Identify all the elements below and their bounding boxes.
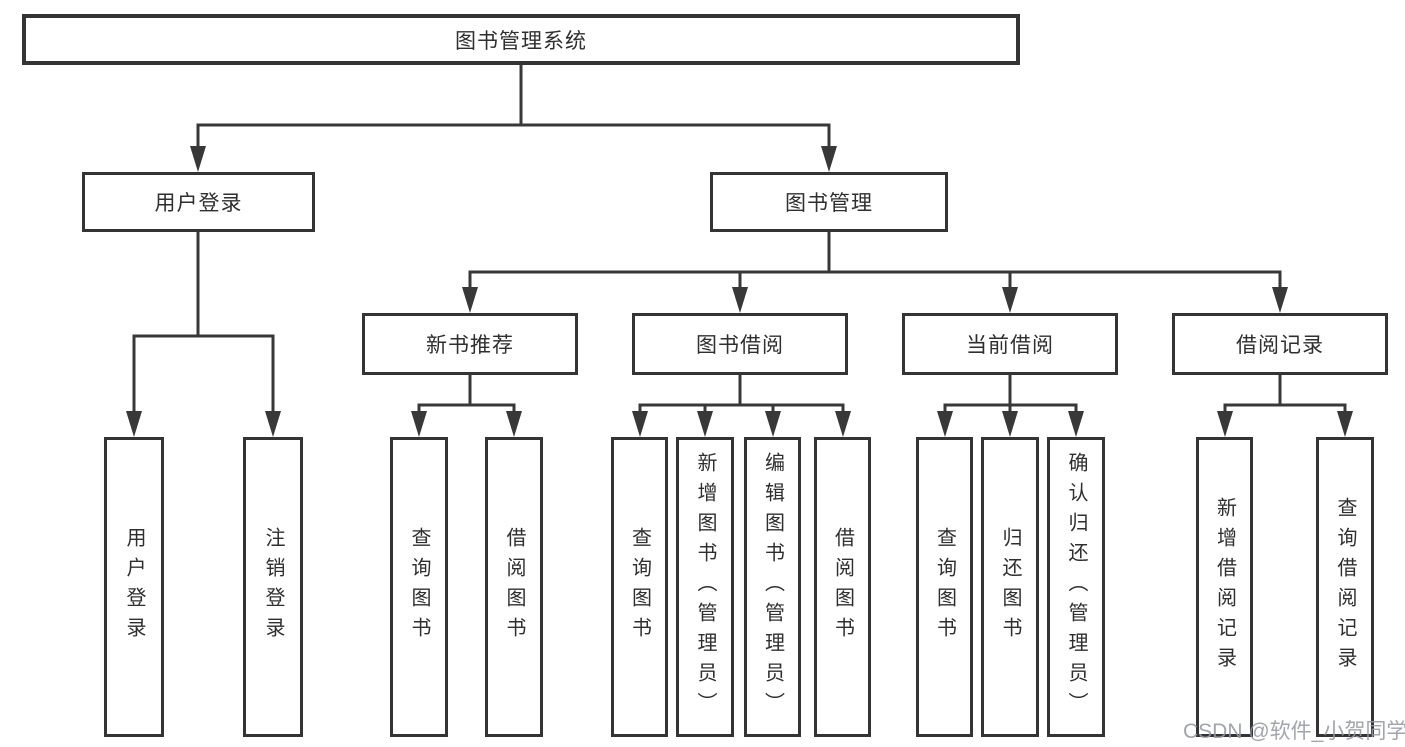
node-label: 确认归还（管理员） — [1065, 452, 1087, 722]
node-label: 注销登录 — [262, 527, 284, 647]
node-borrowing-records: 借阅记录 — [1172, 313, 1388, 375]
node-label: 图书管理系统 — [455, 29, 587, 53]
leaf-add-borrow-record: 新增借阅记录 — [1196, 437, 1253, 737]
leaf-query-books-borrowing: 查询图书 — [611, 437, 668, 737]
node-label: 新书推荐 — [426, 334, 514, 357]
node-label: 归还图书 — [999, 527, 1021, 647]
node-new-book-recommend: 新书推荐 — [362, 313, 578, 375]
connector-new-book-recommend-children — [411, 375, 522, 437]
node-label: 查询借阅记录 — [1334, 497, 1356, 677]
leaf-query-books-current: 查询图书 — [916, 437, 973, 737]
node-label: 借阅图书 — [503, 527, 525, 647]
node-label: 新增图书（管理员） — [694, 452, 716, 722]
connector-book-management-children — [462, 232, 1288, 313]
node-label: 新增借阅记录 — [1213, 497, 1236, 677]
leaf-query-borrow-record: 查询借阅记录 — [1316, 437, 1374, 737]
leaf-user-login: 用户登录 — [104, 437, 164, 737]
node-current-borrowing: 当前借阅 — [902, 313, 1118, 375]
connector-current-borrowing-children — [937, 375, 1084, 437]
leaf-borrow-books-borrowing: 借阅图书 — [814, 437, 871, 737]
leaf-add-books-admin: 新增图书（管理员） — [676, 437, 734, 737]
leaf-borrow-books-recommend: 借阅图书 — [485, 437, 543, 737]
node-book-borrowing: 图书借阅 — [632, 313, 848, 375]
csdn-watermark: CSDN @软件_小贺同学 — [1183, 720, 1405, 743]
connector-root-to-level2 — [190, 65, 837, 172]
node-label: 查询图书 — [628, 527, 651, 647]
node-label: 用户登录 — [123, 527, 145, 647]
node-label: 图书借阅 — [696, 334, 784, 357]
node-label: 借阅记录 — [1236, 334, 1324, 357]
node-label: 借阅图书 — [831, 527, 854, 647]
connector-user-login-children — [126, 232, 281, 437]
leaf-edit-books-admin: 编辑图书（管理员） — [744, 437, 801, 737]
node-label: 查询图书 — [408, 527, 430, 647]
node-book-management: 图书管理 — [710, 172, 948, 232]
node-label: 图书管理 — [785, 192, 873, 215]
leaf-return-books: 归还图书 — [981, 437, 1039, 737]
leaf-confirm-return-admin: 确认归还（管理员） — [1047, 437, 1105, 737]
leaf-logout: 注销登录 — [243, 437, 303, 737]
connector-book-borrowing-children — [632, 375, 851, 437]
node-library-management-system: 图书管理系统 — [22, 14, 1020, 65]
connector-borrowing-records-children — [1217, 375, 1353, 437]
node-label: 用户登录 — [154, 192, 243, 215]
node-label: 查询图书 — [933, 527, 956, 647]
node-label: 编辑图书（管理员） — [761, 452, 784, 722]
node-user-login: 用户登录 — [82, 172, 315, 232]
leaf-query-books-recommend: 查询图书 — [390, 437, 448, 737]
node-label: 当前借阅 — [966, 334, 1054, 357]
